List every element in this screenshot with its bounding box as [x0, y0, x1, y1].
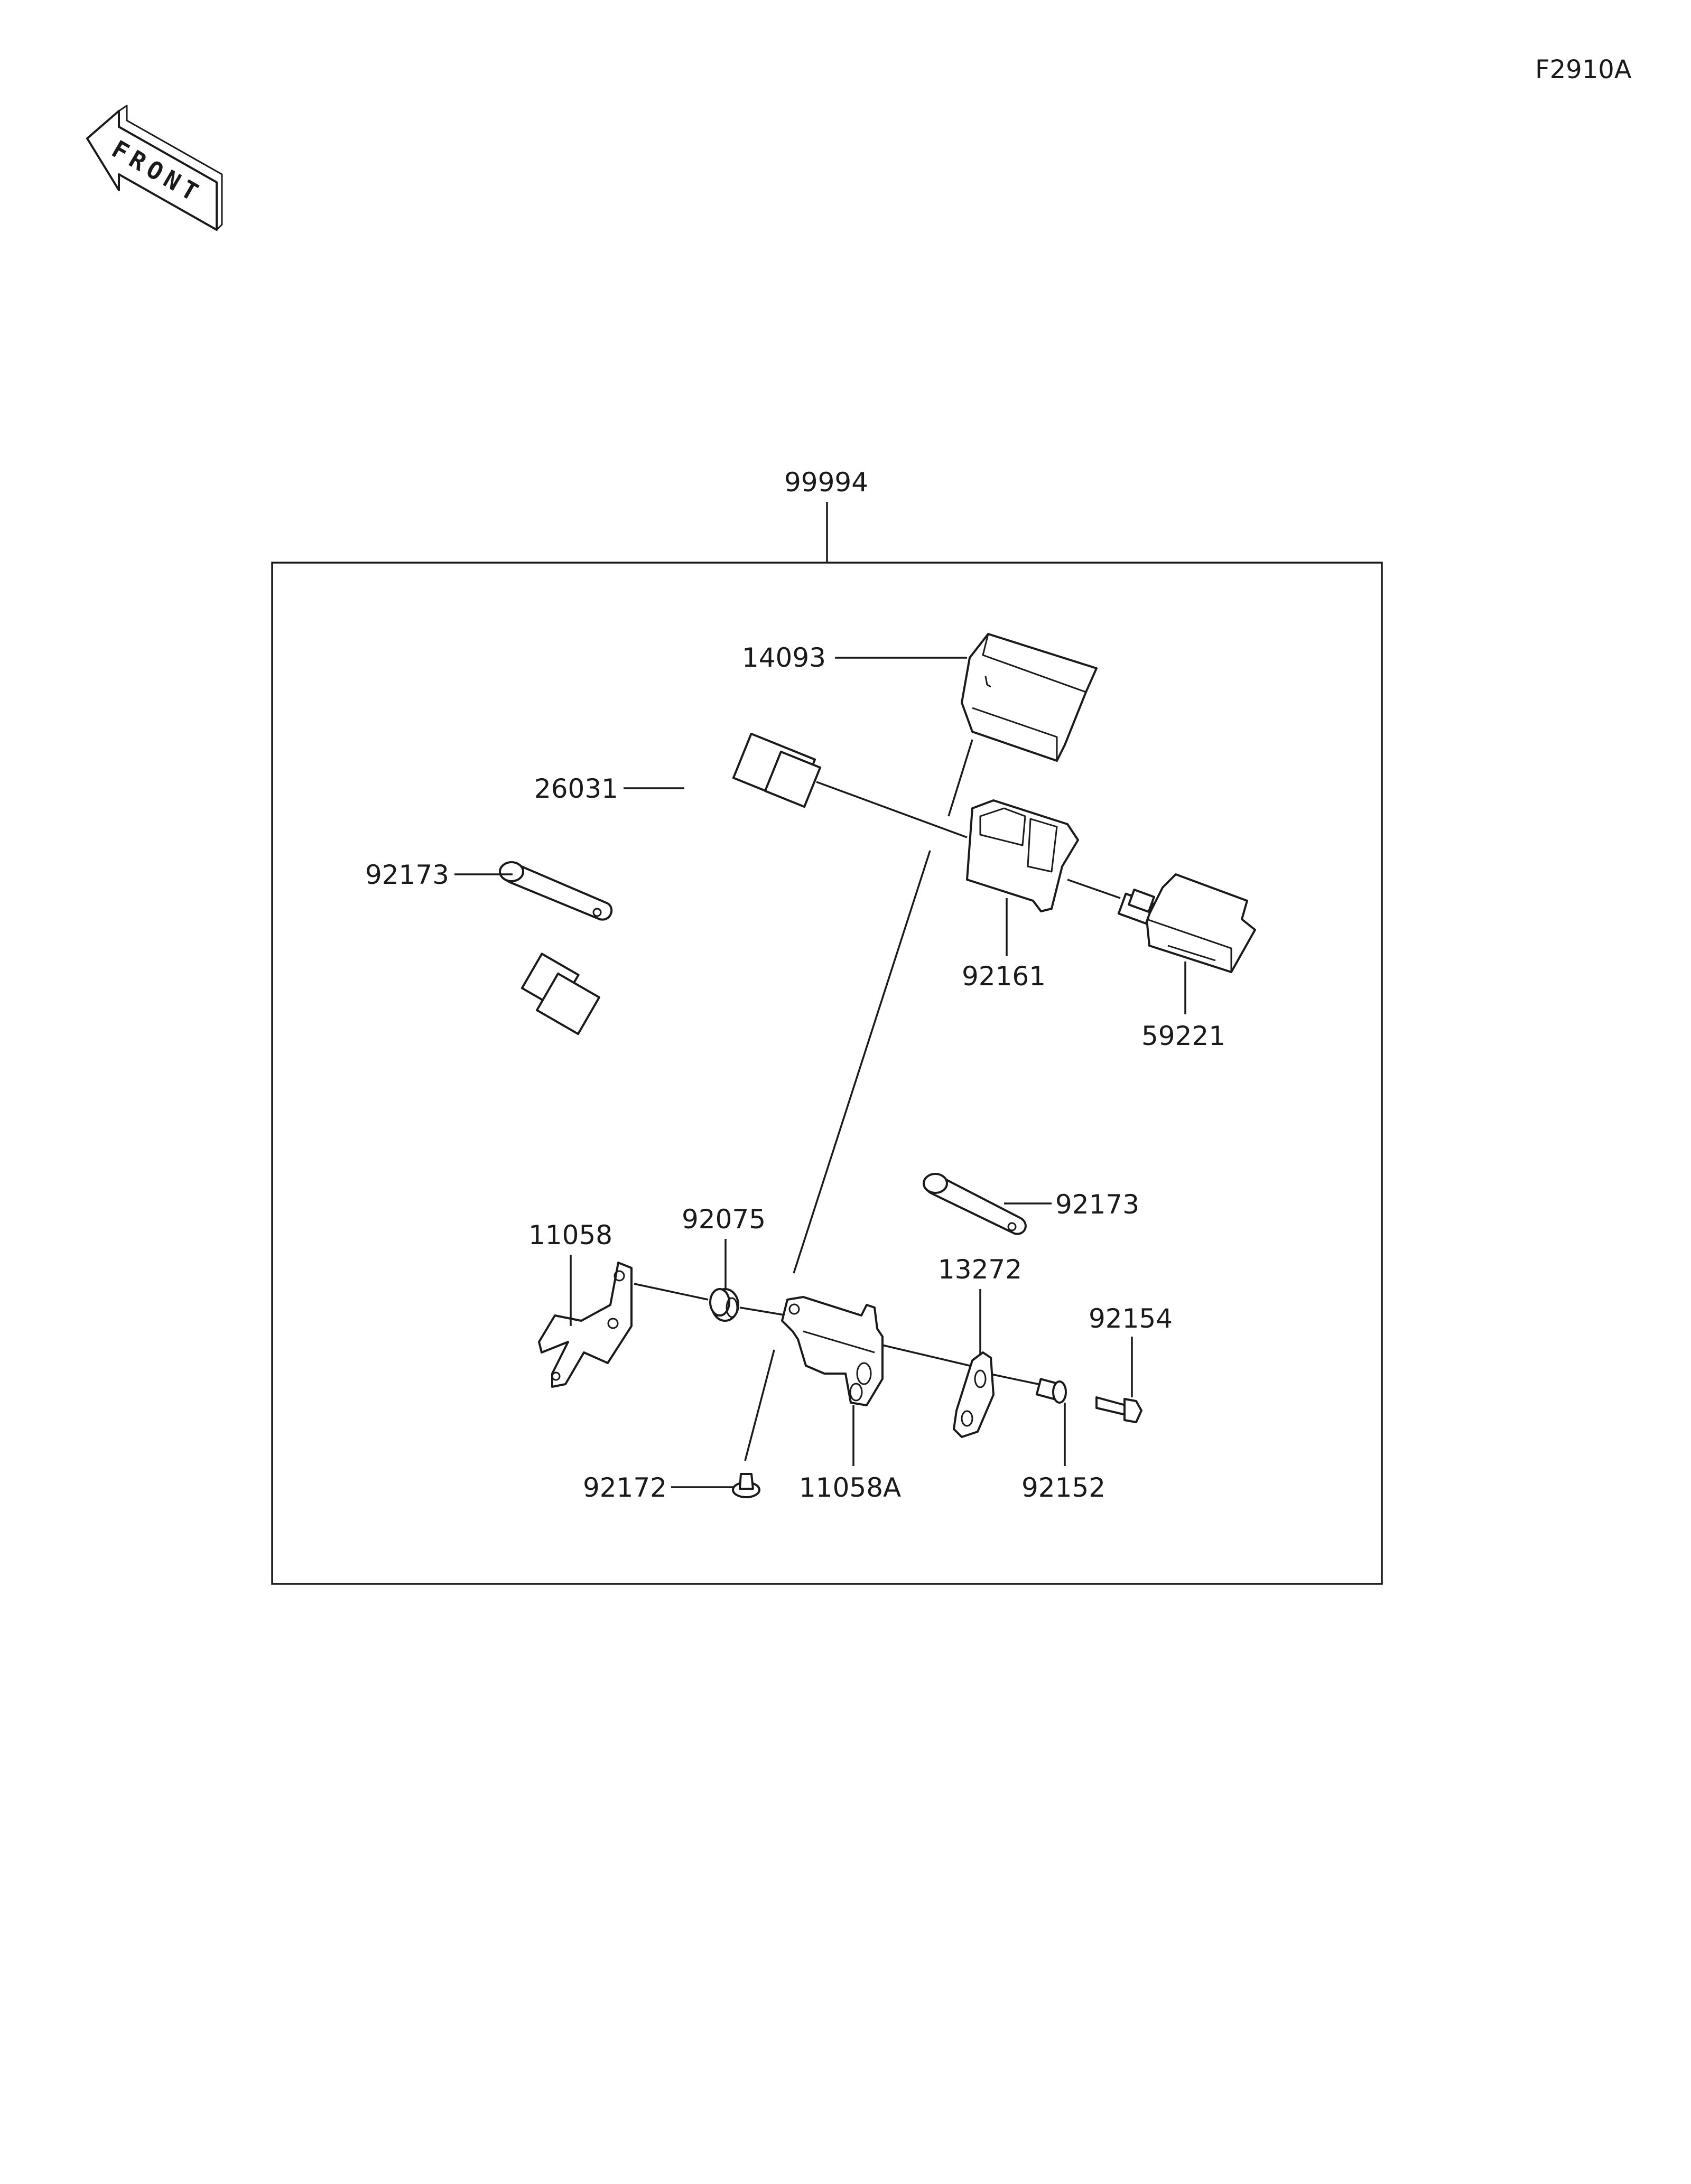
holder-92161 — [966, 799, 1079, 912]
assembly-guide-lines — [634, 739, 1121, 1461]
label-26031: 26031 — [534, 773, 618, 804]
front-arrow-icon: FRONT — [86, 105, 223, 231]
band-92173-lower — [923, 1173, 1027, 1235]
bracket-11058 — [538, 1262, 633, 1388]
label-92075: 92075 — [682, 1204, 766, 1235]
bracket-11058a — [781, 1296, 884, 1406]
diagram-code: F2910A — [1535, 55, 1632, 85]
label-14093: 14093 — [742, 642, 826, 673]
harness-26031 — [521, 732, 840, 1088]
cover-14093 — [961, 633, 1098, 762]
label-13272: 13272 — [938, 1254, 1022, 1285]
label-99994: 99994 — [784, 467, 868, 498]
bolt-92154 — [1095, 1396, 1142, 1423]
label-11058: 11058 — [528, 1220, 612, 1250]
label-92161: 92161 — [962, 961, 1046, 992]
label-92173-upper: 92173 — [365, 860, 449, 890]
label-92173-lower: 92173 — [1055, 1189, 1139, 1220]
label-92154: 92154 — [1089, 1303, 1173, 1334]
damper-92075 — [709, 1288, 739, 1322]
label-11058a: 11058A — [799, 1472, 901, 1503]
label-92152: 92152 — [1021, 1472, 1105, 1503]
plate-13272 — [953, 1351, 995, 1438]
screw-92172 — [732, 1473, 760, 1498]
kit-box — [271, 562, 1383, 1585]
label-92172: 92172 — [583, 1472, 667, 1503]
collar-92152 — [1035, 1378, 1067, 1404]
unit-59221 — [1117, 873, 1256, 973]
band-92173-upper — [499, 861, 613, 921]
label-59221: 59221 — [1141, 1021, 1225, 1051]
